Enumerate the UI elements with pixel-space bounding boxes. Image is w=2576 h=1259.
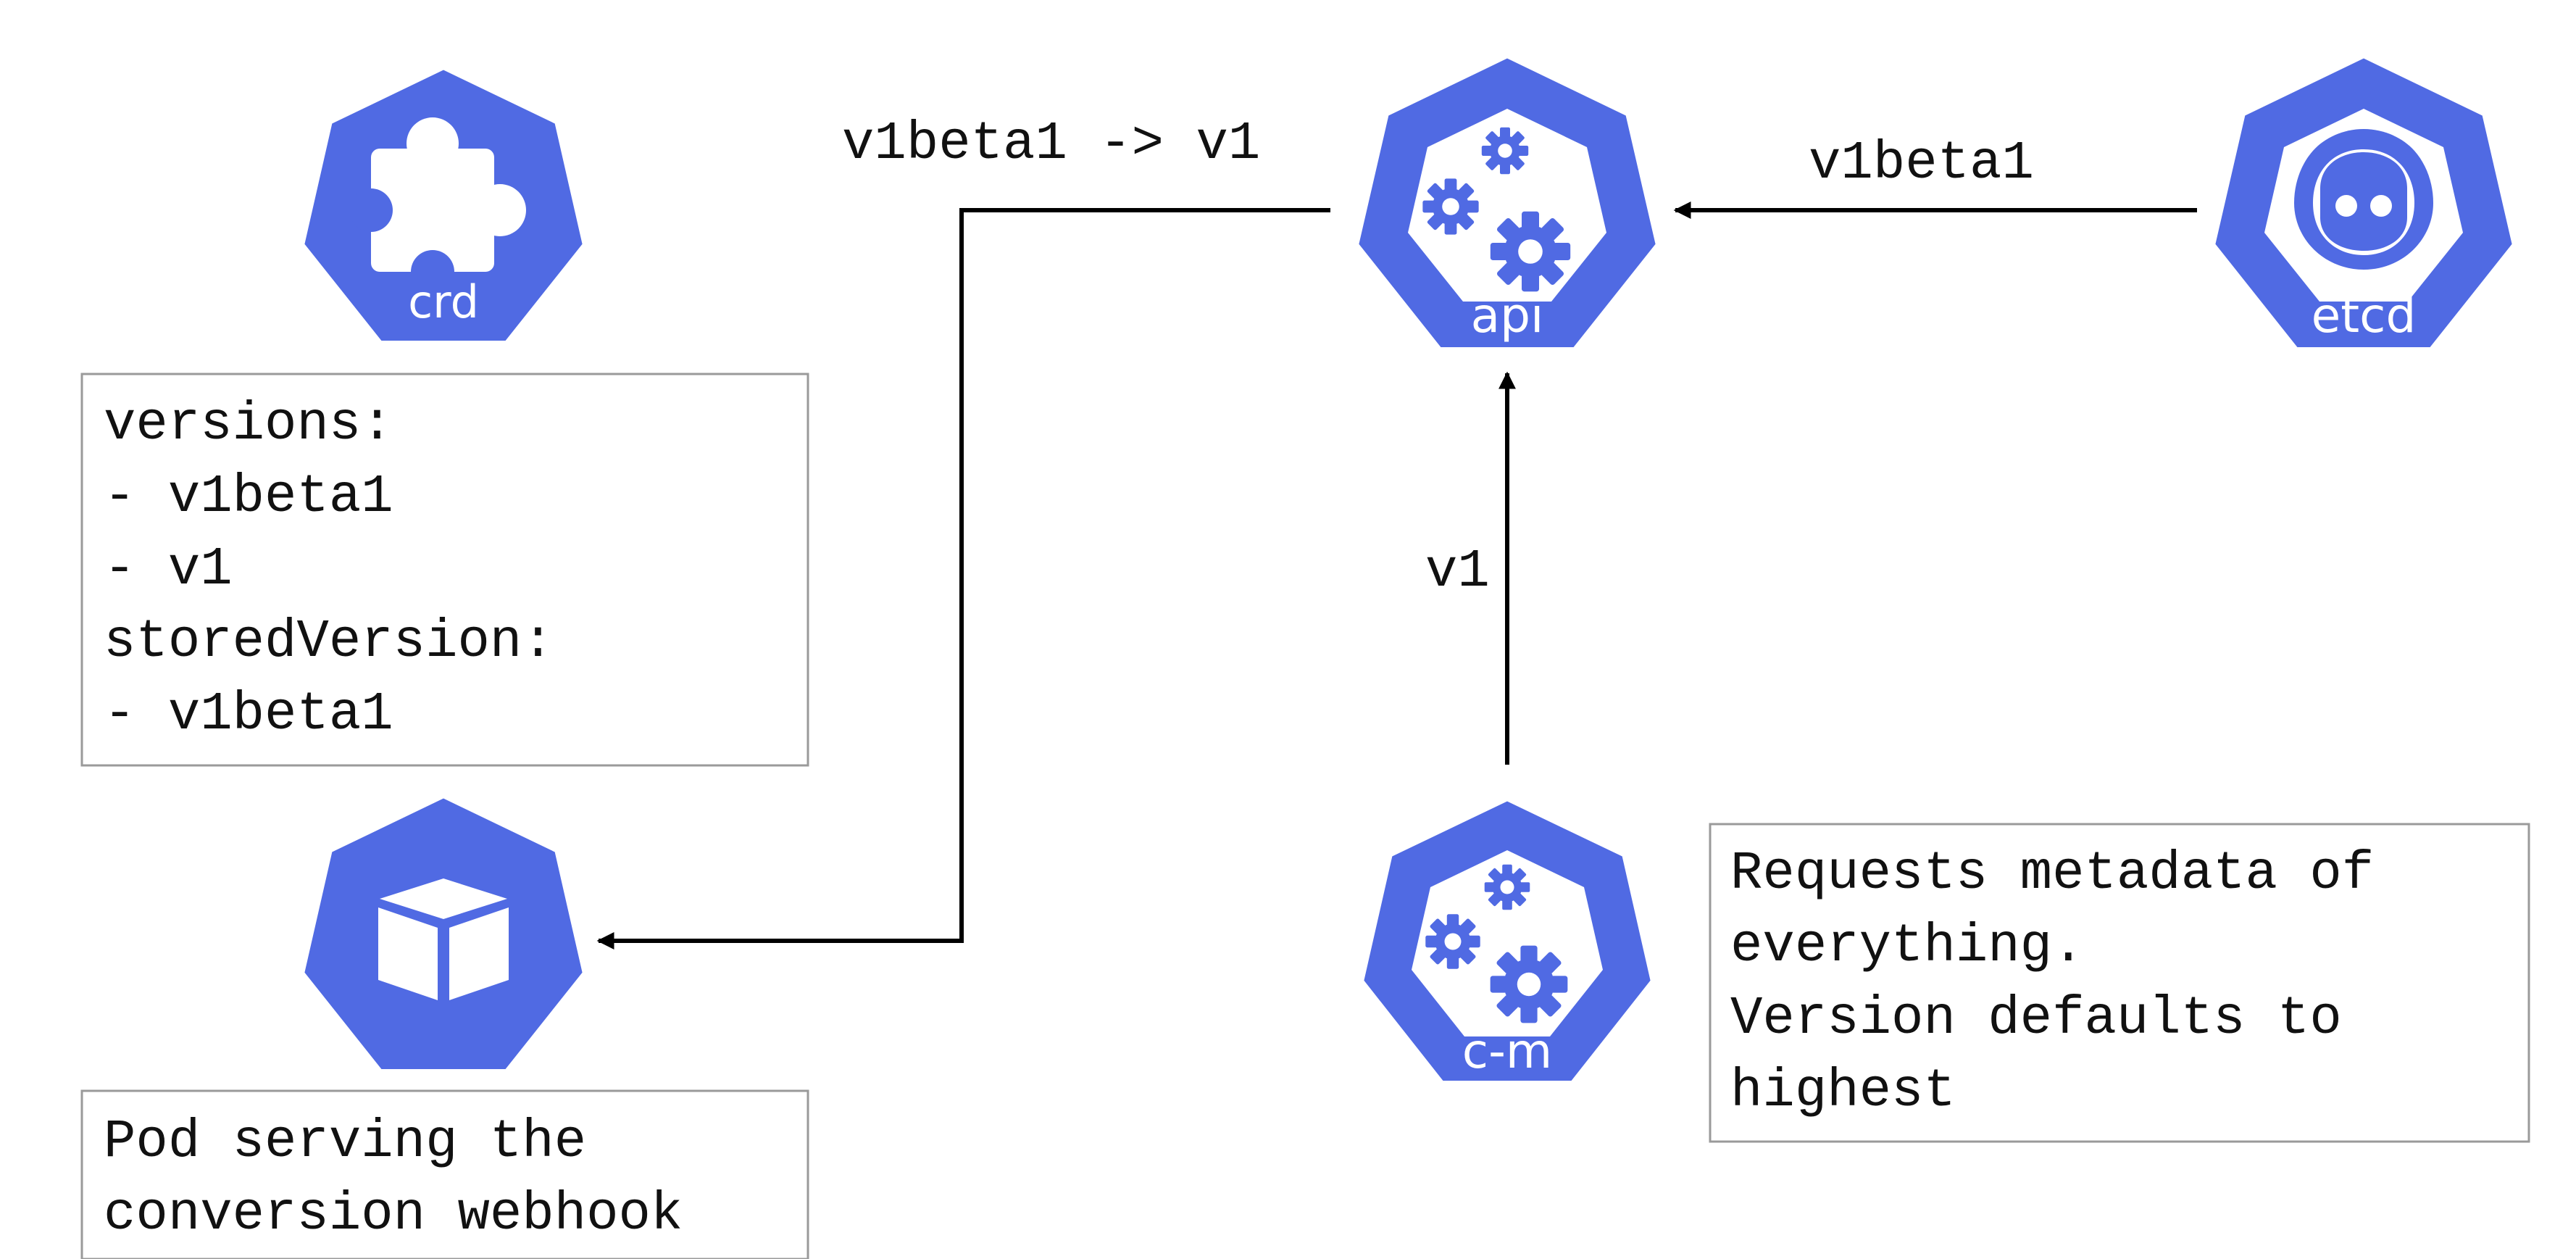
note-line: - v1 (104, 539, 233, 600)
note-pod-description-text: Pod serving the conversion webhook (104, 1112, 683, 1245)
puzzle-piece-icon (349, 117, 526, 294)
note-line: Pod serving the (104, 1112, 586, 1173)
node-etcd: etcd (2208, 51, 2519, 354)
note-line: everything. (1730, 916, 2084, 977)
edge-api-to-pod-line (596, 208, 1330, 950)
edge-cm-to-api: v1 (1425, 371, 1516, 765)
note-line: - v1beta1 (104, 684, 393, 745)
note-line: Version defaults to (1730, 989, 2342, 1050)
etcd-label: etcd (2312, 288, 2417, 344)
note-line: versions: (104, 394, 393, 455)
node-pod (297, 791, 590, 1076)
note-cm-description-box (1709, 823, 2530, 1143)
note-pod-description: Pod serving the conversion webhook (80, 1089, 809, 1259)
edge-api-to-pod: v1beta1 -> v1 (596, 114, 1330, 950)
edge-etcd-to-api: v1beta1 (1673, 133, 2197, 219)
note-line: conversion webhook (104, 1184, 683, 1245)
note-crd-versions-text: versions: - v1beta1 - v1 storedVersion: … (104, 394, 586, 745)
note-cm-description-text: Requests metadata of everything. Version… (1730, 844, 2406, 1122)
note-line: storedVersion: (104, 612, 554, 673)
note-line: Requests metadata of (1730, 844, 2374, 905)
node-cm: c-m (1356, 794, 1658, 1088)
note-cm-description: Requests metadata of everything. Version… (1709, 823, 2530, 1143)
crd-label: crd (408, 275, 479, 328)
cube-icon (378, 878, 509, 1000)
node-crd: crd (297, 62, 590, 348)
edge-api-to-pod-label: v1beta1 -> v1 (842, 114, 1260, 175)
note-line: - v1beta1 (104, 467, 393, 528)
edge-cm-to-api-label: v1 (1425, 541, 1490, 602)
edge-etcd-to-api-label: v1beta1 (1809, 133, 2034, 194)
note-crd-versions-box (80, 373, 809, 767)
note-crd-versions: versions: - v1beta1 - v1 storedVersion: … (80, 373, 809, 767)
note-line: highest (1730, 1061, 1956, 1122)
node-api: api (1351, 51, 1663, 354)
api-label: api (1471, 288, 1544, 344)
cm-label: c-m (1462, 1023, 1552, 1079)
etcd-icon (2264, 109, 2463, 302)
note-pod-description-box (80, 1089, 809, 1259)
pod-heptagon (297, 791, 590, 1076)
